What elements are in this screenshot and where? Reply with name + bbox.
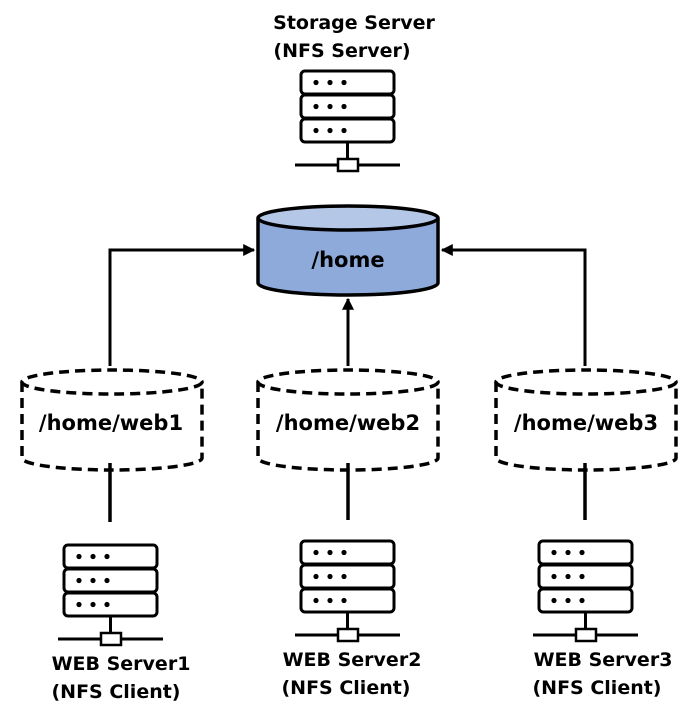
mount-label-web1: /home/web1 bbox=[39, 411, 183, 435]
web-server3-subtitle: (NFS Client) bbox=[532, 677, 661, 699]
mount-cylinder-web1: /home/web1 bbox=[20, 368, 204, 472]
storage-server-subtitle: (NFS Server) bbox=[273, 40, 410, 62]
mount-label-web3: /home/web3 bbox=[514, 411, 658, 435]
home-export-label: /home bbox=[311, 248, 384, 272]
mount-arrow-web1 bbox=[108, 244, 256, 366]
web-server2-subtitle: (NFS Client) bbox=[281, 677, 410, 699]
home-export-cylinder: /home bbox=[256, 204, 440, 297]
web-server3-title: WEB Server3 bbox=[534, 649, 673, 671]
server-rack-icon bbox=[531, 539, 640, 643]
server-rack-icon bbox=[293, 539, 402, 643]
web-server1-subtitle: (NFS Client) bbox=[51, 681, 180, 703]
web-server1-title: WEB Server1 bbox=[52, 653, 191, 675]
storage-server-title: Storage Server bbox=[273, 12, 435, 34]
server-rack-icon bbox=[293, 69, 402, 173]
mount-cylinder-web3: /home/web3 bbox=[494, 368, 678, 472]
mount-arrow-web3 bbox=[440, 244, 587, 366]
mount-label-web2: /home/web2 bbox=[276, 411, 420, 435]
mount-cylinder-web2: /home/web2 bbox=[256, 368, 440, 472]
server-rack-icon bbox=[56, 543, 165, 647]
web-server2-title: WEB Server2 bbox=[283, 649, 422, 671]
